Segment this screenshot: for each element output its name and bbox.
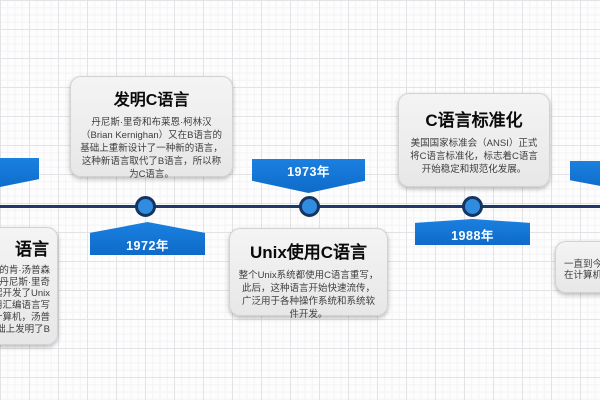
timeline-node-1988: [462, 196, 483, 217]
year-banner-partial-right: [570, 161, 600, 191]
year-banner-1973: 1973年: [252, 159, 365, 193]
event-title-invent-c: 发明C语言: [113, 92, 190, 109]
event-body-invent-c: 丹尼斯·里奇和布莱恩·柯林汉（Brian Kernighan）又在B语言的基础上…: [80, 117, 223, 180]
event-title-unix-c: Unix使用C语言: [249, 243, 368, 262]
year-label-1972: 1972年: [126, 238, 169, 253]
year-banner-1988: 1988年: [415, 219, 530, 245]
event-body-b-language: 的肯·汤普森 与丹尼斯·里奇 一起开发了Unix 用汇编语言写 计算机，汤普 础…: [0, 265, 50, 335]
year-label-1988: 1988年: [451, 228, 494, 243]
event-card-standardization: C语言标准化 美国国家标准会（ANSI）正式将C语言标准化，标志着C语言开始稳定…: [398, 93, 550, 187]
timeline-node-1973: [299, 196, 320, 217]
event-body-unix-c: 整个Unix系统都使用C语言重写，此后，这种语言开始快速流传，广泛用于各种操作系…: [238, 270, 379, 320]
event-card-c-today: 一直到今天 在计算机流: [555, 241, 600, 293]
year-banner-1972: 1972年: [90, 222, 205, 255]
year-label-1973: 1973年: [287, 164, 330, 179]
year-banner-partial-left: [0, 158, 39, 191]
timeline-node-1972: [135, 196, 156, 217]
event-title-standardization: C语言标准化: [425, 111, 523, 130]
event-body-standardization: 美国国家标准会（ANSI）正式将C语言标准化，标志着C语言开始稳定和规范化发展。: [410, 138, 538, 175]
event-title-b-language: 语言: [15, 240, 49, 259]
event-card-b-language: 语言 的肯·汤普森 与丹尼斯·里奇 一起开发了Unix 用汇编语言写 计算机，汤…: [0, 227, 58, 345]
event-card-unix-c: Unix使用C语言 整个Unix系统都使用C语言重写，此后，这种语言开始快速流传…: [229, 228, 388, 320]
event-card-invent-c: 发明C语言 丹尼斯·里奇和布莱恩·柯林汉（Brian Kernighan）又在B…: [70, 76, 233, 180]
event-body-c-today: 一直到今天 在计算机流: [564, 259, 600, 281]
